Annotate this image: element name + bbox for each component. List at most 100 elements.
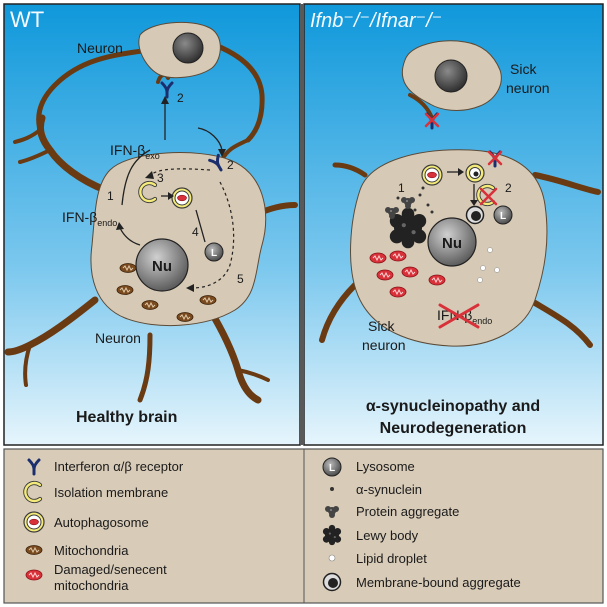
legend: Interferon α/β receptor Isolation membra… <box>24 449 521 603</box>
right-panel-title: Ifnb⁻/⁻/Ifnar⁻/⁻ <box>310 10 442 32</box>
legend-label: mitochondria <box>54 578 129 593</box>
mitochondria-icon <box>199 295 217 305</box>
top-neuron-label: Neuron <box>77 40 123 56</box>
arrowhead <box>161 96 169 104</box>
main-neuron-axon-branch <box>236 368 270 382</box>
mitochondria-icon <box>141 300 159 310</box>
main-neuron-label: Neuron <box>95 330 141 346</box>
left-panel-title: WT <box>10 7 44 32</box>
damaged-mitochondria-icon <box>389 250 407 262</box>
left-caption: Healthy brain <box>76 409 177 426</box>
damaged-mitochondria-icon <box>389 286 407 298</box>
nucleus-label: Nu <box>442 235 462 252</box>
step-label: 2 <box>505 181 512 195</box>
main-neuron-body <box>90 152 267 326</box>
lipid-droplet-icon <box>494 267 500 273</box>
lipid-droplet-icon <box>328 554 336 562</box>
damaged-mitochondria-icon <box>369 252 387 264</box>
nucleus-label: Nu <box>152 258 172 275</box>
autophagosome-icon <box>23 511 45 533</box>
aggregate-core <box>473 171 479 177</box>
top-neuron-axon <box>212 42 265 143</box>
legend-label: Autophagosome <box>54 515 149 530</box>
arrowhead <box>145 171 154 179</box>
arrowhead <box>168 192 174 200</box>
sick-neuron-label-line1: Sick <box>368 318 395 334</box>
top-neuron-dendrite-left <box>36 47 153 133</box>
main-neuron-dendrite-branch <box>18 148 52 164</box>
alpha-synuclein-icon <box>413 208 417 212</box>
alpha-synuclein-icon <box>418 193 422 197</box>
sick-top-neuron-process <box>408 93 434 120</box>
nucleus <box>427 217 477 267</box>
sick-neuron-dendrite-left <box>332 162 368 178</box>
alpha-synuclein-icon <box>430 210 434 214</box>
autophagosome-icon <box>171 187 193 209</box>
step-label: 3 <box>157 171 164 185</box>
right-panel: Ifnb⁻/⁻/Ifnar⁻/⁻ Sick neuron Nu L <box>310 10 601 437</box>
membrane-bound-aggregate-icon <box>322 572 342 592</box>
mitochondria-icon <box>119 263 137 273</box>
step-label: 5 <box>237 272 244 286</box>
sick-neuron-dendrite-lower-right <box>527 297 593 348</box>
right-caption-line2: Neurodegeneration <box>380 420 527 437</box>
legend-label: Lipid droplet <box>356 551 427 566</box>
right-caption-line1: α-synucleinopathy and <box>366 398 540 415</box>
arrow-step-4 <box>195 209 206 243</box>
arrowhead <box>186 284 194 292</box>
sick-top-neuron-label-line1: Sick <box>510 61 537 77</box>
arrow-step-1 <box>121 149 151 206</box>
sick-neuron-dendrite-right <box>532 172 601 195</box>
damaged-mitochondria-icon <box>25 569 43 581</box>
damaged-mitochondria-icon <box>401 266 419 278</box>
lysosome-letter: L <box>211 248 217 259</box>
arrowhead <box>116 222 124 230</box>
mitochondria-icon <box>176 312 194 322</box>
lysosome-letter: L <box>329 463 335 474</box>
top-neuron-nucleus <box>172 32 204 64</box>
arrowhead <box>458 168 464 176</box>
mitochondria-icon <box>116 285 134 295</box>
legend-label: Lewy body <box>356 528 419 543</box>
alpha-synuclein-icon <box>426 203 430 207</box>
legend-label: Lysosome <box>356 459 415 474</box>
step-label: 2 <box>177 91 184 105</box>
cross-icon <box>424 112 440 128</box>
step-label: 4 <box>192 225 199 239</box>
arrow-nu-to-endo <box>119 227 141 246</box>
legend-label: Mitochondria <box>54 543 129 558</box>
legend-label: Protein aggregate <box>356 504 459 519</box>
main-neuron-dendrite-bottom <box>137 332 153 403</box>
main-neuron-dendrite-lower-branch <box>23 343 32 387</box>
sick-neuron-dendrite-lower-left <box>319 282 358 343</box>
lipid-droplet-icon <box>480 265 486 271</box>
legend-label: Isolation membrane <box>54 485 168 500</box>
lysosome-letter: L <box>500 211 506 222</box>
nucleus <box>135 238 189 292</box>
step-label: 1 <box>398 181 405 195</box>
arrow-step-5 <box>191 181 235 289</box>
top-neuron-axon-terminal <box>220 138 250 162</box>
arrowhead <box>470 200 478 206</box>
cross-icon <box>487 150 503 166</box>
membrane-bound-aggregate-icon <box>465 205 485 225</box>
lipid-droplet-icon <box>487 247 493 253</box>
ifn-endo-label: IFN-βendo <box>62 209 117 228</box>
left-panel: Neuron Nu L <box>4 7 298 426</box>
mitochondria-icon <box>25 545 43 555</box>
ifn-exo-label: IFN-βexo <box>110 142 160 161</box>
lipid-droplet-icon <box>477 277 483 283</box>
damaged-mitochondria-icon <box>428 274 446 286</box>
arrow-step-3 <box>149 168 211 176</box>
alpha-synuclein-icon <box>396 196 400 200</box>
alpha-synuclein-icon <box>330 487 334 491</box>
autophagosome-icon <box>421 164 443 186</box>
legend-label: Interferon α/β receptor <box>54 459 184 474</box>
sick-neuron-label-line2: neuron <box>362 337 406 353</box>
cross-icon <box>438 303 480 329</box>
legend-label: Membrane-bound aggregate <box>356 575 521 590</box>
arrowhead <box>218 149 226 157</box>
cross-icon <box>479 187 498 206</box>
